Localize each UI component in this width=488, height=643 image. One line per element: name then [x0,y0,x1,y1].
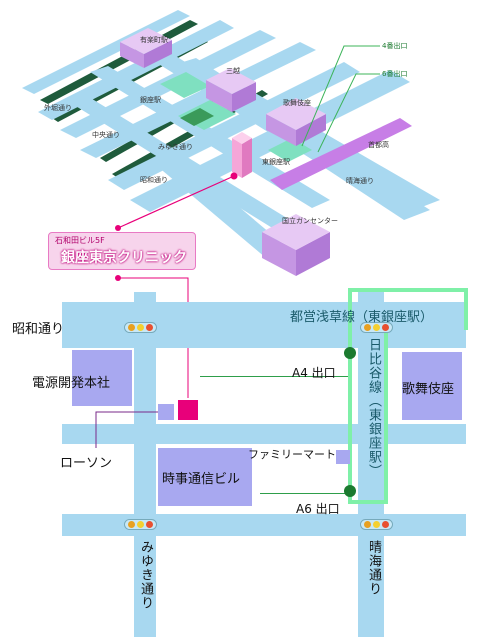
building [232,82,256,112]
building-lawson [158,404,174,420]
building [206,80,232,112]
clinic-floor-label: 石和田ビル5F [55,236,105,245]
building [262,232,296,276]
hibiya-station-halo [348,328,388,504]
clinic-marker [230,172,238,180]
road-harumi-vertical [358,292,384,637]
building-kabukiza [402,352,462,420]
label-yurakucho: 有楽町駅 [140,36,168,44]
higashiginza-station-block [268,138,312,162]
building [266,98,326,130]
label-exit-a4: A4 出口 [292,366,336,380]
exit6-leader [317,73,380,153]
label-lawson: ローソン [60,456,113,471]
exit-a4-dot[interactable] [344,347,356,359]
road [38,20,234,120]
label-miyuki-iso: みゆき通り [158,143,193,151]
building-familymart [336,450,350,464]
label-kabukiza: 歌舞伎座 [283,99,311,107]
building [144,40,172,68]
label-exit-a6: A6 出口 [296,502,340,516]
label-higashiginza: 東銀座駅 [262,158,290,166]
building [296,114,326,146]
connector-start [115,275,121,281]
traffic-light [124,322,157,333]
exit-a4-line [200,376,348,377]
clinic-pointer-line [117,175,235,229]
park-block [180,108,214,126]
clinic-name: 銀座東京クリニック [61,250,187,266]
label-kabukiza: 歌舞伎座 [402,382,455,397]
exit-a6-line [260,493,348,494]
building [296,232,330,276]
clinic-callout[interactable]: 石和田ビル5F 銀座東京クリニック [48,232,196,270]
clinic-building [242,138,252,178]
lawson-leader-line [95,411,158,448]
road [90,66,330,208]
label-exit4: 4番出口 [382,42,408,50]
label-exit6: 6番出口 [382,70,408,78]
building-jiji [158,448,252,506]
buildings [120,28,330,276]
road [150,152,290,258]
building [262,214,330,250]
label-harumi: 晴海通り [366,540,381,596]
expressway [270,118,412,190]
toei-station-halo [348,288,468,330]
building [206,68,256,94]
label-harumi-iso: 晴海通り [346,177,374,185]
label-toei-asakusa: 都営浅草線（東銀座駅） [290,310,434,325]
isometric-area-map [22,10,440,276]
detail-map: 昭和通り 都営浅草線（東銀座駅） 日比谷線（東銀座駅） A4 出口 A6 出口 … [0,288,488,643]
label-dengen: 電源開発本社 [32,376,111,391]
building [120,42,144,68]
connector-line [118,277,189,398]
road-miyuki [134,292,156,637]
clinic-building [232,138,242,178]
label-sotobori: 外堀通り [44,104,72,112]
ginza-station-block [160,72,210,98]
traffic-light [124,519,157,530]
label-ginza-station: 銀座駅 [140,96,161,104]
building-dengen [72,350,132,406]
clinic-building [232,132,252,144]
building [120,28,172,54]
traffic-light [360,322,393,333]
label-showa-dori: 昭和通り [12,322,65,337]
traffic-light [360,519,393,530]
clinic-building-marker[interactable] [178,400,198,420]
label-miyuki: みゆき通り [138,540,153,610]
label-familymart: ファミリーマート [248,448,336,461]
label-showa-iso: 昭和通り [140,176,168,184]
exit-leaders [301,45,380,153]
label-chuo: 中央通り [92,131,120,139]
label-national-cancer: 国立ガンセンター [282,217,338,225]
label-mitsukoshi: 三越 [226,67,240,75]
building [266,114,296,146]
clinic-pointer-end [115,225,121,231]
exit-a6-dot[interactable] [344,485,356,497]
label-shutoko: 首都高 [368,141,389,149]
label-jiji: 時事通信ビル [162,472,241,487]
label-hibiya-line: 日比谷線（東銀座駅） [366,338,381,478]
lawson-leader [95,411,158,448]
exit4-leader [301,45,380,147]
